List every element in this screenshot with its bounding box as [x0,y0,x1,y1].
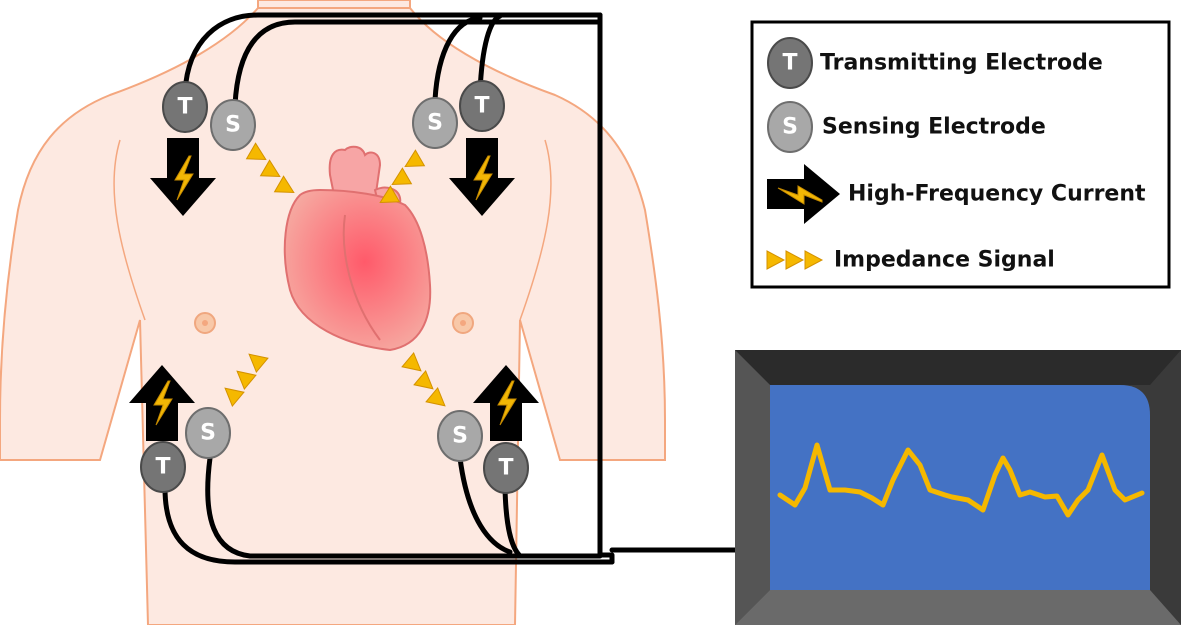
wire-right-vertical [597,12,615,565]
heart-aorta [328,145,382,201]
electrode-top-left-t: T [162,81,208,133]
wire-top-left-t [182,12,603,95]
right-nipple-center [460,320,466,326]
electrode-letter: S [225,113,241,138]
electrode-letter: T [177,95,192,120]
wire-bottom-left-s [205,455,603,559]
heart-body [283,188,432,352]
legend-box [750,20,1171,289]
electrode-letter: T [498,456,513,481]
monitor-bezel-bottom [735,590,1181,625]
electrode-top-right-s: S [412,97,458,149]
current-arrow-bottom-right [473,365,539,441]
electrode-top-right-t: T [459,80,505,132]
electrode-letter: T [474,94,489,119]
electrode-letter: S [200,421,216,446]
left-nipple-center [202,320,208,326]
electrode-bottom-right-s: S [437,410,483,462]
electrode-letter: T [155,455,170,480]
heart-division [342,214,381,341]
wire-bottom-right-t [502,485,523,559]
neck [257,0,411,9]
current-arrow-bottom-left [129,365,195,441]
legend-impedance-label: Impedance Signal [834,248,1055,273]
impedance-waveform [777,442,1145,518]
legend-current-label: High-Frequency Current [848,182,1146,207]
wire-bottom-right-s [457,455,513,555]
wire-top-right-t [477,13,503,95]
wire-top-left-s [232,19,603,108]
legend-sensing-letter: S [782,115,798,140]
electrode-letter: S [427,111,443,136]
electrode-bottom-left-t: T [140,441,186,493]
legend-item-transmitting: T Transmitting Electrode [767,37,1103,89]
legend-transmitting-letter: T [782,51,797,76]
electrode-bottom-left-s: S [185,407,231,459]
wire-top-right-s [432,15,483,103]
electrode-top-left-s: S [210,99,256,151]
legend-item-impedance: Impedance Signal [766,248,1055,273]
left-arm-line [113,139,146,321]
monitor-screen [770,385,1150,590]
wires [162,12,738,565]
arrow-right-icon [767,164,840,224]
legend: T Transmitting Electrode S Sensing Elect… [750,20,1171,289]
current-arrow-top-right [449,138,515,216]
heart [283,145,432,352]
right-arm-line [519,139,552,321]
current-arrow-top-left [150,138,216,216]
legend-item-sensing: S Sensing Electrode [767,101,1046,153]
wire-bottom-left-t [162,485,615,565]
legend-transmitting-label: Transmitting Electrode [820,51,1103,76]
legend-item-current: High-Frequency Current [767,164,1146,224]
electrode-letter: S [452,424,468,449]
monitor [735,350,1181,625]
electrode-bottom-right-t: T [483,442,529,494]
legend-sensing-label: Sensing Electrode [822,115,1046,140]
monitor-bezel-left [735,350,770,625]
monitor-bezel-top [735,350,1181,385]
